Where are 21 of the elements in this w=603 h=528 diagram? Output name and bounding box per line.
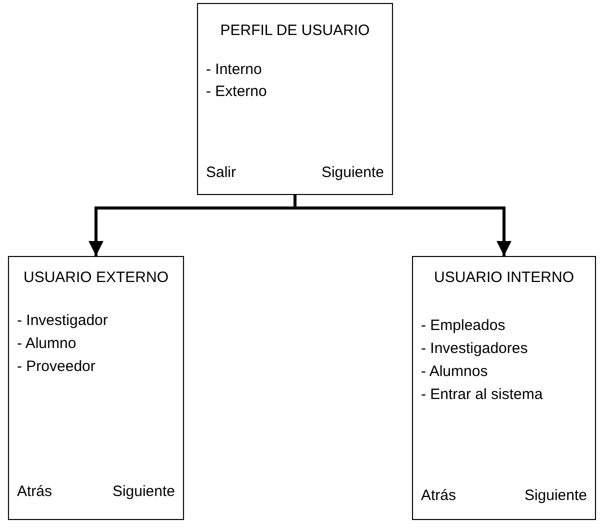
screen-title: PERFIL DE USUARIO [219,22,371,40]
next-option: Siguiente [112,483,175,501]
screen-box [8,256,184,520]
next-option: Siguiente [524,487,587,505]
next-option: Siguiente [321,164,384,182]
list-item: - Interno [206,61,262,79]
list-item: - Investigador [17,312,108,330]
screen-box [412,256,596,520]
list-item: - Investigadores [421,340,528,358]
list-item: - Alumno [17,335,76,353]
back-option: Atrás [17,483,52,501]
back-option: Salir [206,164,236,182]
screen-box [197,3,393,195]
back-option: Atrás [421,487,456,505]
screen-title: USUARIO INTERNO [432,269,575,287]
list-item: - Proveedor [17,358,96,376]
list-item: - Externo [206,83,267,101]
list-item: - Alumnos [421,363,488,381]
list-item: - Empleados [421,317,506,335]
screen-title: USUARIO EXTERNO [22,269,170,287]
list-item: - Entrar al sistema [421,386,543,404]
